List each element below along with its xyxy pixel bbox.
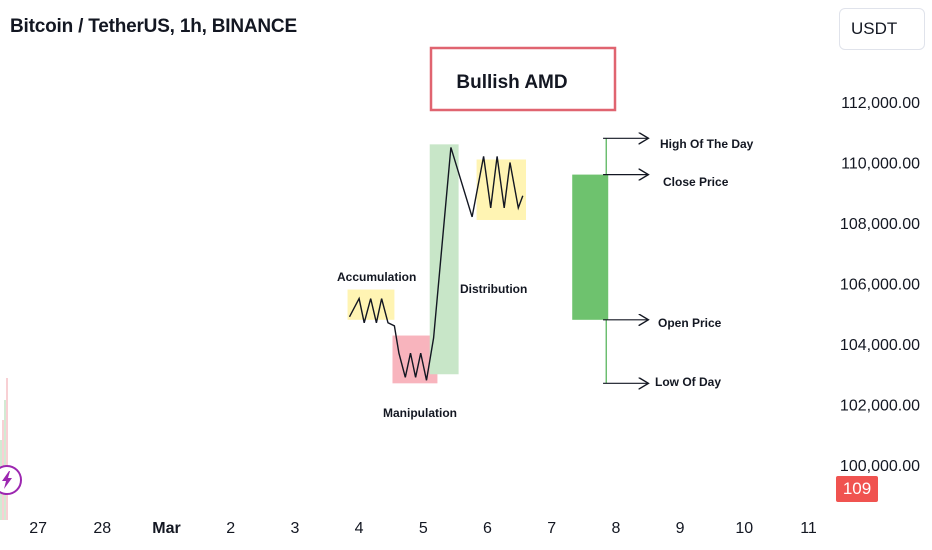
y-tick-label: 100,000.00 [840,458,920,475]
y-tick-label: 102,000.00 [840,398,920,415]
symbol-title: Bitcoin / TetherUS, 1h, BINANCE [10,16,297,37]
currency-button[interactable]: USDT [839,8,925,50]
price-path-line [348,147,524,381]
x-tick-label: 28 [93,520,111,537]
x-tick-label: 2 [226,520,235,537]
last-price-badge: 109 [836,476,878,502]
x-tick-label: 27 [29,520,47,537]
y-tick-label: 104,000.00 [840,337,920,354]
title-layer: Bullish AMD [429,46,617,112]
arrow-layer [603,138,648,383]
manipulation-label: Manipulation [383,406,457,420]
x-tick-label: 5 [419,520,428,537]
x-axis: 27 28 Mar 2 3 4 5 6 7 8 9 10 11 [29,520,817,537]
daily-candle-layer [572,138,609,384]
x-tick-label: Mar [152,520,180,537]
y-axis: 112,000.00 110,000.00 108,000.00 106,000.00… [840,95,920,475]
chart-title-box [429,46,617,112]
distribution-box [429,144,459,375]
x-tick-label: 7 [547,520,556,537]
x-tick-label: 10 [735,520,753,537]
y-tick-label: 110,000.00 [841,156,920,173]
y-tick-label: 112,000.00 [841,95,920,112]
chart-title: Bullish AMD [456,72,567,93]
open-label: Open Price [658,316,722,330]
x-tick-label: 8 [611,520,620,537]
phase-boxes [347,144,527,384]
y-tick-label: 106,000.00 [840,277,920,294]
price-path-layer [348,147,524,381]
x-tick-label: 6 [483,520,492,537]
x-tick-label: 11 [800,520,817,537]
x-tick-label: 9 [676,520,685,537]
high-label: High Of The Day [660,137,754,151]
left-edge-candles [0,378,8,520]
lightning-icon[interactable] [0,465,22,495]
distribution-label: Distribution [460,282,527,296]
x-tick-label: 3 [290,520,299,537]
close-label: Close Price [663,175,729,189]
low-label: Low Of Day [655,375,721,389]
accumulation-label: Accumulation [337,270,416,284]
candle-body [572,174,609,320]
x-tick-label: 4 [355,520,364,537]
accumulation-box [347,289,395,320]
y-tick-label: 108,000.00 [840,216,920,233]
